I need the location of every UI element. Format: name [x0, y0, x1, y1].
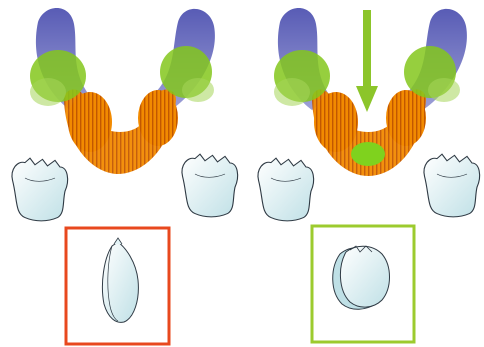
- down-arrow-icon: [356, 10, 378, 112]
- left-panel: [12, 8, 238, 344]
- left-green-blob-left-faint: [30, 78, 66, 106]
- left-orange-lobe-left: [68, 92, 112, 152]
- right-orange-lobe-left: [314, 92, 358, 152]
- right-molar-right-icon: [424, 154, 480, 217]
- right-green-blob-left-faint: [274, 78, 310, 106]
- left-molar-right-icon: [182, 154, 238, 217]
- right-orange-lobe-right: [386, 90, 426, 146]
- right-molar-left-icon: [258, 158, 314, 221]
- right-panel: [258, 8, 480, 342]
- right-center-contact-dot: [351, 142, 385, 166]
- left-green-blob-right-faint: [182, 78, 214, 102]
- left-orange-lobe-right: [138, 90, 178, 146]
- left-molar-left-icon: [12, 158, 68, 221]
- right-green-blob-right-faint: [428, 78, 460, 102]
- right-crop-tooth-icon: [333, 246, 390, 309]
